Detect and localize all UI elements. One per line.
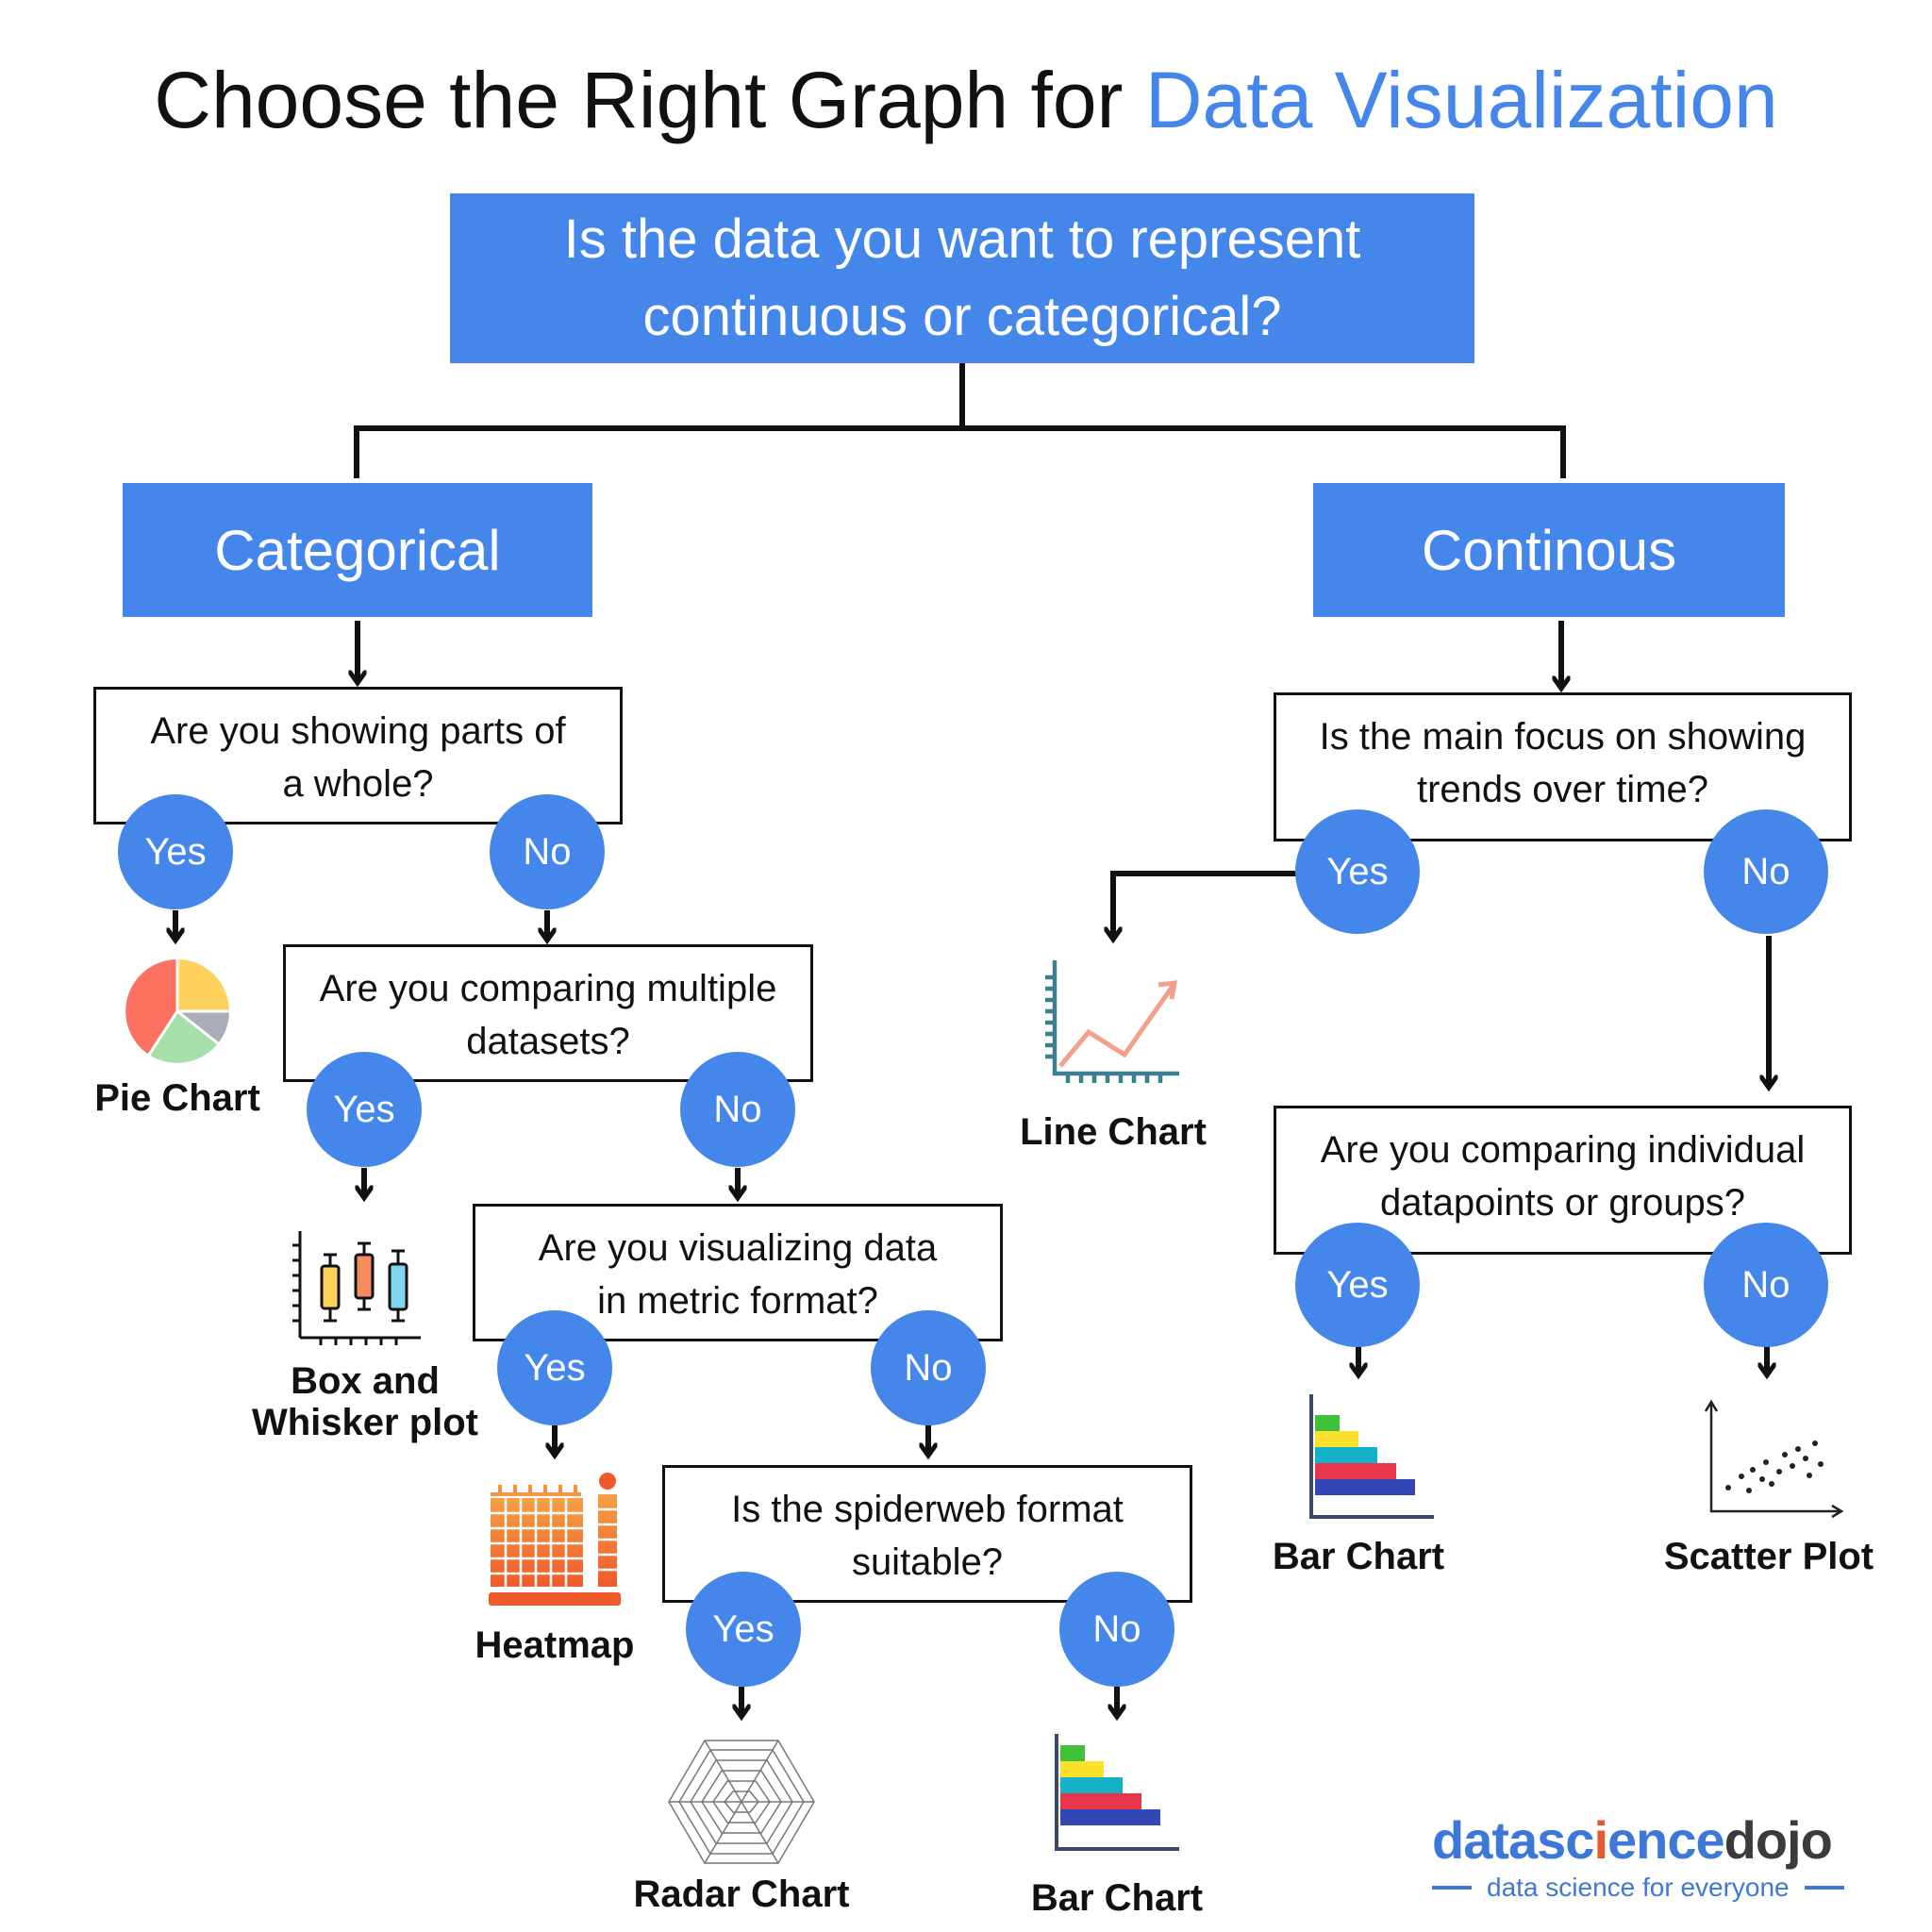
question-line2: a whole? [282, 763, 434, 805]
question-line2: datasets? [466, 1021, 630, 1062]
logo-word-part2: i [1593, 1810, 1608, 1870]
heatmap-label: Heatmap [475, 1624, 635, 1666]
no-circle-multiple: No [680, 1052, 795, 1167]
yes-circle-metric: Yes [497, 1310, 612, 1425]
bar-chart-icon-right [1309, 1394, 1434, 1519]
question-line1: Are you comparing individual [1320, 1129, 1806, 1171]
logo-tagline-row: data science for everyone [1432, 1873, 1853, 1903]
arrow-to-line-chart [1113, 871, 1298, 938]
question-line2: in metric format? [597, 1280, 878, 1322]
question-line2: suitable? [851, 1541, 1004, 1583]
box-whisker-icon [292, 1231, 421, 1345]
line-chart-icon [1045, 960, 1179, 1083]
question-line1: Are you visualizing data [538, 1227, 938, 1269]
yes-circle-spiderweb: Yes [686, 1572, 801, 1687]
box-whisker-label-line1: Box and [291, 1360, 440, 1402]
yes-circle-parts-whole: Yes [118, 794, 233, 909]
no-circle-parts-whole: No [490, 794, 605, 909]
logo-tagline: data science for everyone [1487, 1873, 1790, 1902]
no-circle-metric: No [871, 1310, 986, 1425]
question-line2: trends over time? [1416, 769, 1709, 810]
logo-word-part1: datasc [1432, 1810, 1594, 1870]
bar-chart-icon-left [1055, 1734, 1179, 1851]
root-question-line1: Is the data you want to represent [563, 208, 1361, 270]
scatter-plot-label: Scatter Plot [1663, 1536, 1874, 1577]
logo-word-part4: dojo [1724, 1810, 1833, 1870]
logo-dash-right [1804, 1886, 1844, 1890]
logo-wordmark: datasciencedojo [1432, 1809, 1853, 1871]
box-whisker-label-line2: Whisker plot [251, 1402, 479, 1443]
bar-chart-right-label: Bar Chart [1272, 1536, 1445, 1577]
pie-chart-label: Pie Chart [94, 1077, 260, 1119]
bar-chart-left-label: Bar Chart [1030, 1877, 1204, 1919]
line-chart-label: Line Chart [1020, 1111, 1207, 1153]
logo-word-part3: ence [1607, 1810, 1725, 1870]
yes-circle-multiple: Yes [307, 1052, 422, 1167]
question-line1: Is the spiderweb format [731, 1489, 1124, 1530]
no-circle-individual: No [1704, 1223, 1828, 1347]
brand-logo: datasciencedojo data science for everyon… [1432, 1809, 1853, 1903]
categorical-box: Categorical [123, 483, 592, 617]
question-line1: Are you showing parts of [150, 710, 566, 752]
root-question-box: Is the data you want to represent contin… [450, 193, 1474, 363]
question-line1: Is the main focus on showing [1319, 716, 1807, 758]
yes-circle-individual: Yes [1295, 1223, 1420, 1347]
scatter-plot-icon [1704, 1399, 1844, 1519]
no-circle-trends: No [1704, 809, 1828, 934]
continuous-box: Continous [1313, 483, 1785, 617]
radar-chart-icon [668, 1740, 815, 1864]
title-prefix: Choose the Right Graph for [154, 56, 1145, 144]
pie-chart-icon [125, 959, 229, 1063]
yes-circle-trends: Yes [1295, 809, 1420, 934]
heatmap-icon [489, 1473, 621, 1606]
logo-dash-left [1432, 1886, 1472, 1890]
box-whisker-label: Box and Whisker plot [247, 1360, 483, 1443]
radar-chart-label: Radar Chart [633, 1874, 850, 1915]
tree-connector [354, 363, 1566, 478]
root-question-line2: continuous or categorical? [642, 286, 1282, 347]
title-accent: Data Visualization [1144, 56, 1778, 144]
question-line1: Are you comparing multiple [319, 968, 777, 1009]
no-circle-spiderweb: No [1059, 1572, 1174, 1687]
question-line2: datapoints or groups? [1380, 1182, 1745, 1224]
page-title: Choose the Right Graph for Data Visualiz… [0, 55, 1932, 146]
